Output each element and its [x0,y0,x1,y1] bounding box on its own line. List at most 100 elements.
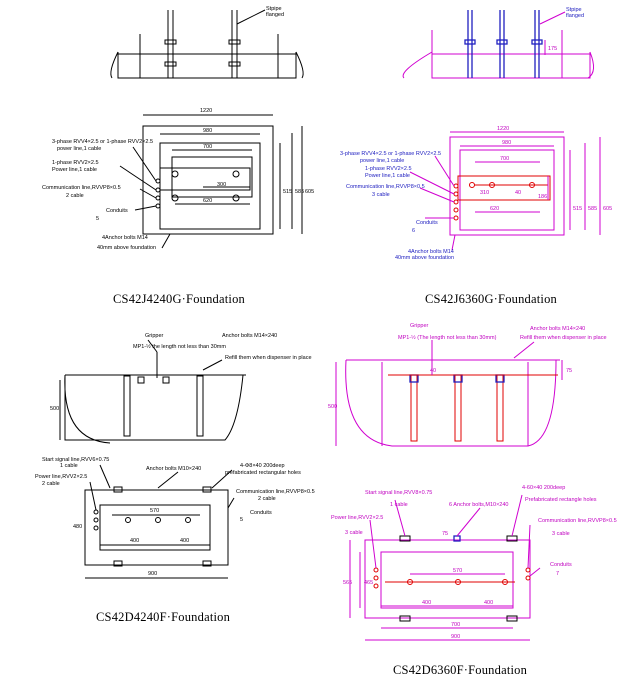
tr-dim-inner: 980 [502,140,511,146]
tr-note-0: 3-phase RVV4×2.5 or 1-phase RVV2×2.5 [340,151,441,157]
tr-note-5: 3 cable [372,192,390,198]
bl-note-8: Anchor bolts M10×240 [146,466,201,472]
br-dim-500: 500 [328,404,337,410]
br-dim-900: 900 [451,634,460,640]
tr-dim-40: 40 [515,190,521,196]
tl-dim-700: 700 [203,144,212,150]
tl-note-1: power line,1 cable [57,146,101,152]
bl-dim-900: 900 [148,571,157,577]
br-note-8: 6 Anchor bolts,M10×240 [449,502,508,508]
tr-dim-186: 186 [538,194,547,200]
br-dim-565: 565 [343,580,352,586]
br-note-0: Gripper [410,323,429,329]
tr-note-2: 1-phase RVV2×2.5 [365,166,412,172]
br-dim-400a: 400 [422,600,431,606]
bl-note-3: Refill them when dispenser in place [225,355,312,361]
tr-dim-515: 515 [573,206,582,212]
br-dim-400b: 400 [484,600,493,606]
br-note-4: Start signal line,RVV8×0.75 [365,490,432,496]
bl-note-2: Anchor bolts M14×240 [222,333,277,339]
br-note-2: Anchor bolts M14×240 [530,326,585,332]
tr-note-1: power line,1 cable [360,158,404,164]
br-note-3: Refill them when dispenser in place [520,335,607,341]
tr-note-8: 4Anchor bolts M14 [408,249,454,255]
bl-note-7: 2 cable [42,481,60,487]
br-note-11: Communication line,RVVP8×0.5 [538,518,617,524]
bl-note-14: 5 [240,517,243,523]
bl-dim-570: 570 [150,508,159,514]
bl-dim-480: 480 [73,524,82,530]
tl-note-9: 40mm above foundation [97,245,156,251]
bl-section-view: Gripper MP1-½ the length not less than 3… [50,333,312,444]
br-note-7: 3 cable [345,530,363,536]
br-dim-75b: 75 [442,531,448,537]
br-section-view: Gripper MP1-½ (The length not less than … [328,323,607,447]
caption-tl: CS42J4240G·Foundation [113,292,245,306]
br-note-14: 7 [556,571,559,577]
caption-br: CS42D6360F·Foundation [393,663,528,677]
br-dim-570: 570 [453,568,462,574]
bl-plan-view: 570 400 400 900 480 Start signal line,RV… [35,457,315,579]
tl-plan-view: 1220 980 700 300 620 515 585 605 3-phase… [42,108,314,251]
bl-note-10: prefabricated rectangular holes [225,470,301,476]
br-note-12: 3 cable [552,531,570,537]
tl-dim-515: 515 [283,189,292,195]
br-dim-75: 75 [566,368,572,374]
tl-note-2: 1-phase RVV2×2.5 [52,160,99,166]
tr-dim-310: 310 [480,190,489,196]
br-dim-700: 700 [451,622,460,628]
br-note-10: Prefabricated rectangle holes [525,497,597,503]
tl-note-7: 5 [96,216,99,222]
br-dim-465: 465 [364,580,373,586]
tl-dim-inner: 980 [203,128,212,134]
br-plan-view: 570 400 400 700 900 565 465 75 Start sig… [331,485,617,641]
tr-plan-view: 1220 980 700 310 40 620 186 515 585 605 … [340,126,612,261]
bl-note-0: Gripper [145,333,164,339]
tl-note-4: Communication line,RVVP8×0.5 [42,185,121,191]
tl-dim-300: 300 [217,182,226,188]
tr-dim-605: 605 [603,206,612,212]
tr-dim-620: 620 [490,206,499,212]
caption-tr: CS42J6360G·Foundation [425,292,557,306]
br-note-13: Conduits [550,562,572,568]
tl-dim-620: 620 [203,198,212,204]
bl-note-4: Start signal line,RVV6×0.75 [42,457,109,463]
tr-note-6: Conduits [416,220,438,226]
br-dim-40: 40 [430,368,436,374]
bl-note-12: 2 cable [258,496,276,502]
tr-dim-outer: 1220 [497,126,509,132]
bl-note-9: 4-Φ8×40 200deep [240,463,285,469]
tr-dim-700: 700 [500,156,509,162]
br-note-1: MP1-½ (The length not less than 30mm) [398,334,497,341]
tr-note-7: 6 [412,228,415,234]
bl-note-5: 1 cable [60,463,78,469]
bl-dim-400b: 400 [180,538,189,544]
br-note-9: 4-60×40 200deep [522,485,565,491]
tl-dim-605: 605 [305,189,314,195]
tr-dim-585: 585 [588,206,597,212]
bl-note-11: Communication line,RVVP8×0.5 [236,489,315,495]
bl-note-1: MP1-½ the length not less than 30mm [133,343,226,350]
tl-note-8: 4Anchor bolts M14 [102,235,148,241]
br-note-5: 1 cable [390,502,408,508]
bl-note-6: Power line,RVV2×2.5 [35,474,87,480]
tl-note-3: Power line,1 cable [52,167,97,173]
tr-dim-175: 175 [548,46,557,52]
tl-dim-outer: 1220 [200,108,212,114]
tl-dim-585: 585 [295,189,304,195]
caption-bl: CS42D4240F·Foundation [96,610,231,624]
bl-dim-400a: 400 [130,538,139,544]
tl-note-0: 3-phase RVV4×2.5 or 1-phase RVV2×2.5 [52,139,153,145]
tl-note-5: 2 cable [66,193,84,199]
bl-note-13: Conduits [250,510,272,516]
tl-note-6: Conduits [106,208,128,214]
tr-note-9: 40mm above foundation [395,255,454,261]
tr-note-4: Communication line,RVVP8×0.5 [346,184,425,190]
tr-note-3: Power line,1 cable [365,173,410,179]
br-note-6: Power line,RVV2×2.5 [331,515,383,521]
